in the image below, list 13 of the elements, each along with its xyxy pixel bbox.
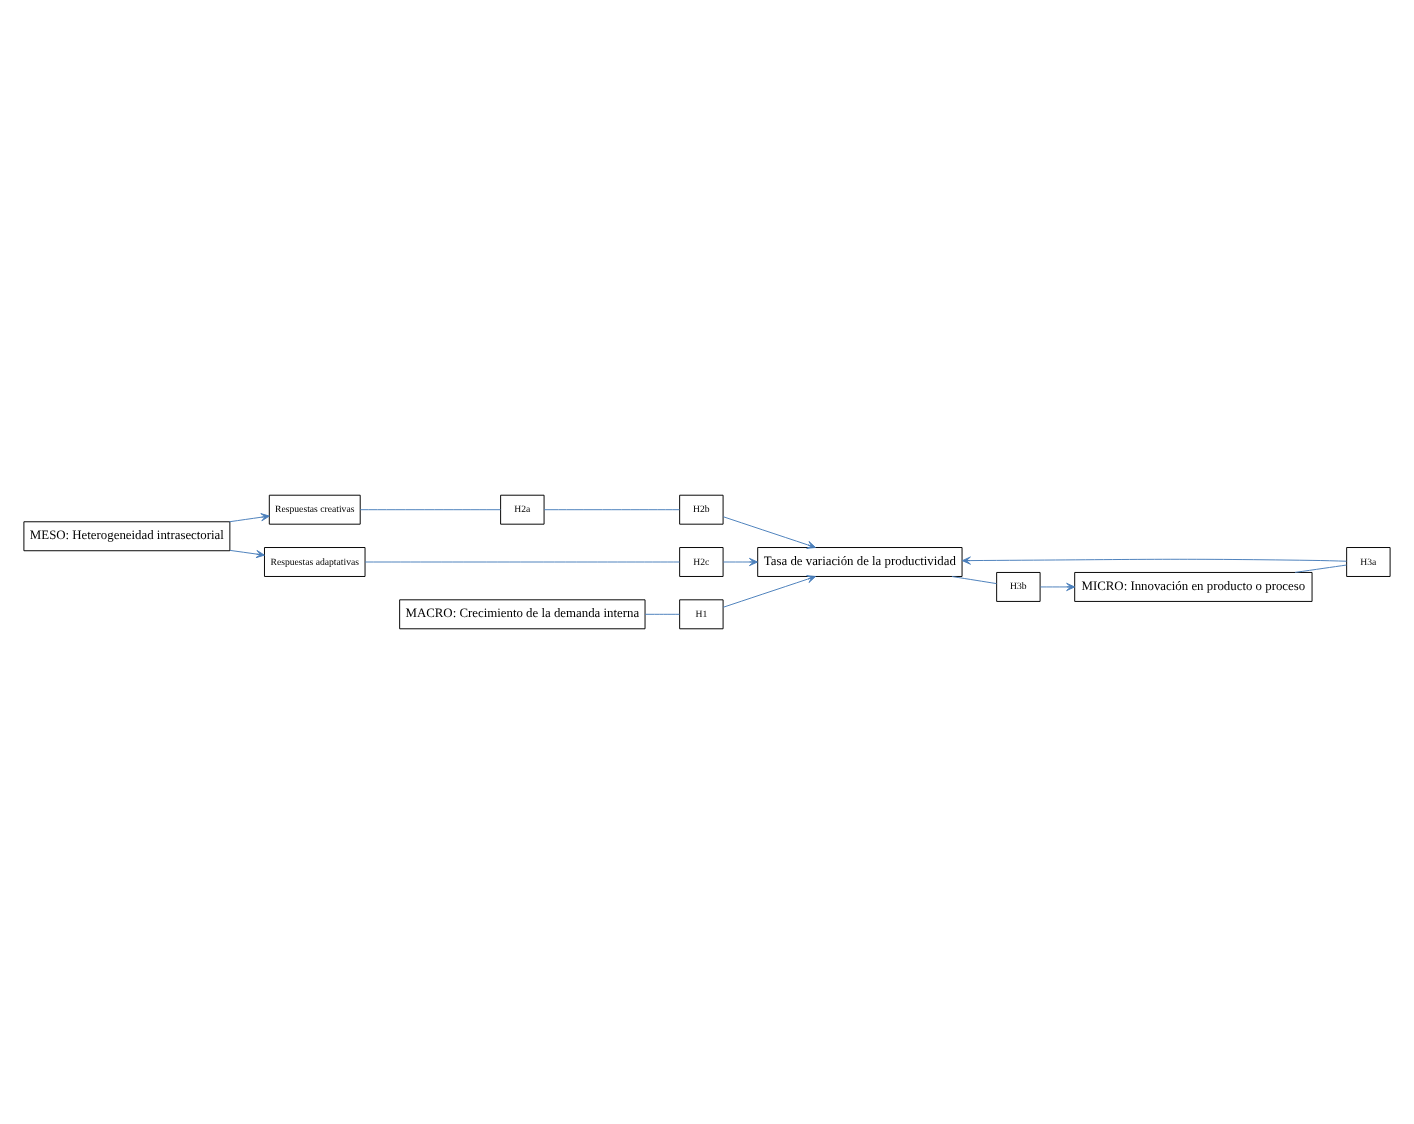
arrow bbox=[229, 513, 270, 523]
arrow bbox=[722, 516, 816, 549]
connector bbox=[359, 509, 501, 511]
arrow bbox=[1039, 582, 1076, 592]
connector bbox=[364, 561, 681, 563]
connector bbox=[951, 576, 998, 585]
arrow bbox=[722, 575, 816, 608]
connector bbox=[1294, 564, 1348, 573]
arrow bbox=[961, 556, 1347, 565]
arrow bbox=[722, 557, 758, 567]
connector bbox=[644, 613, 680, 615]
arrow bbox=[229, 549, 265, 559]
connector bbox=[543, 509, 681, 511]
